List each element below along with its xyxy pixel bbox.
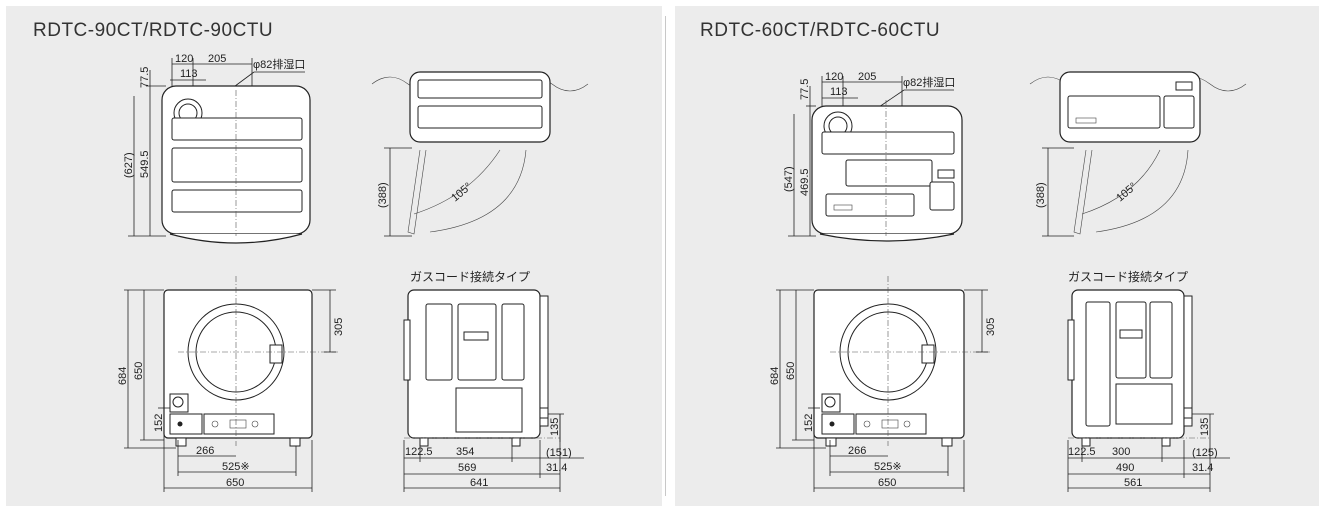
dim-113-b: 113 [830,86,848,98]
dim-490: 490 [1116,462,1134,474]
dim-77-5-b: 77.5 [799,79,811,100]
dim-650-h-b: 650 [878,477,896,489]
dim-120-b: 120 [825,71,843,83]
front-view-90ct: 684 650 152 305 266 525※ 650 [117,276,345,492]
dim-120: 120 [175,53,193,65]
dim-354: 354 [456,446,474,458]
side-view-60ct: ガスコード接続タイプ 122.5 300 490 561 [1067,269,1230,492]
dim-549-5: 549.5 [139,150,151,178]
angle-105: 105° [449,180,474,204]
dim-300: 300 [1112,446,1130,458]
dim-305: 305 [333,318,345,336]
dim-525-b: 525※ [874,461,902,473]
dim-684: 684 [117,367,129,385]
dim-266: 266 [196,445,214,457]
panel-60ct [675,6,1319,506]
side-top-view-90ct: 105° (388) [371,71,589,237]
side-view-90ct: ガスコード接続タイプ 122.5 354 569 641 [403,269,584,492]
dim-151: (151) [546,447,572,459]
dim-122-5-b: 122.5 [1068,446,1096,458]
front-view-60ct: 684 650 152 305 266 525※ 650 [769,276,997,492]
dim-152: 152 [153,414,165,432]
top-view-90ct: 120 205 113 φ82排湿口 77.5 (627) 549.5 [123,53,311,244]
dim-684-b: 684 [769,367,781,385]
dim-135-b: 135 [1199,418,1211,436]
vent-label: φ82排湿口 [253,57,305,71]
panel-divider [665,16,666,496]
dim-469-5: 469.5 [799,168,811,196]
dim-113: 113 [180,68,198,80]
dim-266-b: 266 [848,445,866,457]
dim-547: (547) [783,166,795,192]
dim-627: (627) [123,152,135,178]
gas-label-60: ガスコード接続タイプ [1068,269,1188,284]
dim-205-b: 205 [858,71,876,83]
dim-205: 205 [208,53,226,65]
side-top-view-60ct: 105° (388) [1029,71,1247,237]
vent-label-b: φ82排湿口 [903,75,955,89]
dim-650-v: 650 [133,362,145,380]
dim-641: 641 [470,477,488,489]
dim-525: 525※ [222,461,250,473]
dim-122-5: 122.5 [405,446,433,458]
dim-31-4: 31.4 [546,462,567,474]
dim-569: 569 [458,462,476,474]
dim-388: (388) [377,182,389,208]
dim-650-h: 650 [226,477,244,489]
dim-125: (125) [1192,447,1218,459]
dim-152-b: 152 [803,414,815,432]
dim-561: 561 [1124,477,1142,489]
panel-90ct [6,6,662,506]
model-title-90ct: RDTC-90CT/RDTC-90CTU [33,20,274,41]
dim-388-b: (388) [1035,182,1047,208]
dim-650-v-b: 650 [785,362,797,380]
gas-label-90: ガスコード接続タイプ [410,269,530,284]
model-title-60ct: RDTC-60CT/RDTC-60CTU [700,20,941,41]
dim-305-b: 305 [985,318,997,336]
dim-77-5: 77.5 [139,67,151,88]
top-view-60ct: 120 205 113 φ82排湿口 77.5 (547) 469.5 [783,71,963,242]
dim-31-4-b: 31.4 [1192,462,1213,474]
dim-135: 135 [549,418,561,436]
